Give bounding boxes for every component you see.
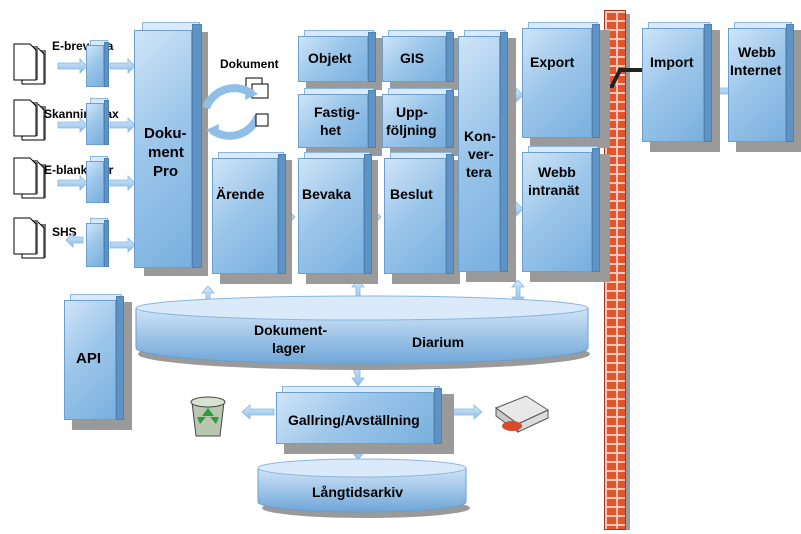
webb-internet-label-1: Webb bbox=[738, 44, 776, 60]
langtidsarkiv-cylinder bbox=[257, 458, 470, 518]
webb-intranat-label-1: Webb bbox=[538, 164, 576, 180]
dokument-label: Dokument bbox=[220, 57, 279, 71]
refresh-cycle-icon bbox=[202, 77, 269, 140]
webb-internet-label-2: Internet bbox=[730, 62, 782, 78]
uppfoljning-label-1: Upp- bbox=[396, 104, 428, 120]
gis-label: GIS bbox=[400, 50, 425, 66]
document-icon bbox=[13, 99, 46, 141]
disk-drive-icon bbox=[494, 395, 550, 433]
dokumentlager-label-1: Dokument- bbox=[254, 322, 328, 338]
document-icon bbox=[13, 217, 46, 259]
recycle-bin-icon bbox=[190, 396, 226, 437]
dokument-pro-label-3: Pro bbox=[153, 163, 179, 180]
arende-label: Ärende bbox=[216, 186, 265, 202]
dokument-pro-label-1: Doku- bbox=[144, 125, 187, 142]
webb-intranat-label-2: intranät bbox=[528, 182, 580, 198]
dokument-pro-label-2: ment bbox=[148, 144, 184, 161]
konvertera-label-3: tera bbox=[466, 164, 492, 180]
konvertera-label-1: Kon- bbox=[464, 128, 496, 144]
fastighet-label-1: Fastig- bbox=[314, 104, 360, 120]
gallring-label: Gallring/Avställning bbox=[288, 412, 420, 428]
beslut-label: Beslut bbox=[390, 186, 433, 202]
konvertera-label-2: ver- bbox=[468, 146, 494, 162]
dokumentlager-cylinder bbox=[135, 295, 590, 370]
diarium-label: Diarium bbox=[412, 334, 465, 350]
fastighet-label-2: het bbox=[320, 122, 341, 138]
document-icon bbox=[13, 157, 46, 199]
langtidsarkiv-label: Långtidsarkiv bbox=[312, 484, 404, 500]
uppfoljning-label-2: följning bbox=[386, 122, 437, 138]
dokumentlager-label-2: lager bbox=[272, 340, 306, 356]
objekt-label: Objekt bbox=[308, 50, 352, 66]
api-label: API bbox=[76, 350, 102, 367]
document-icon bbox=[13, 43, 46, 85]
bevaka-label: Bevaka bbox=[302, 186, 352, 202]
import-label: Import bbox=[650, 54, 694, 70]
export-label: Export bbox=[530, 54, 575, 70]
